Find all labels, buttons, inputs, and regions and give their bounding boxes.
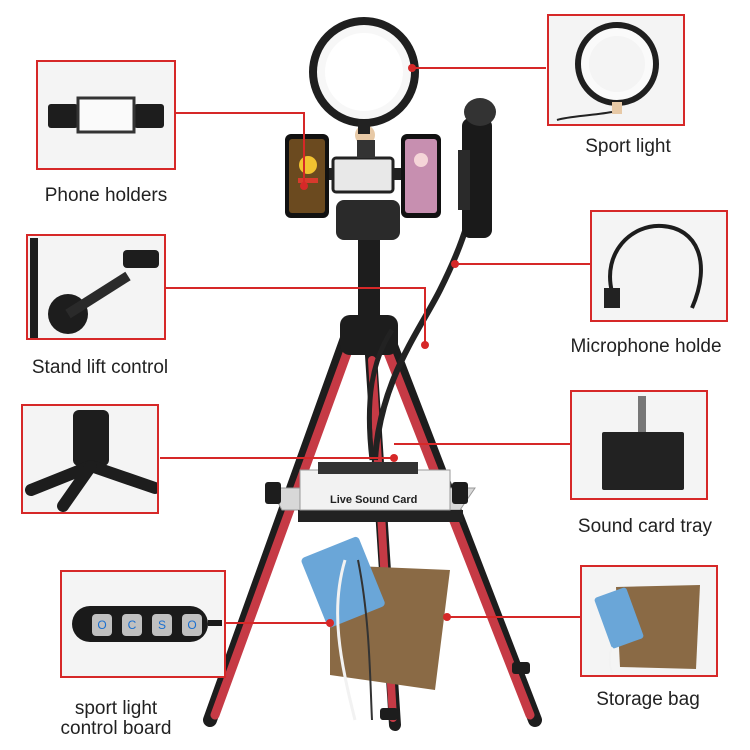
stand-lift-control-box	[26, 234, 166, 340]
tripod-base-box	[21, 404, 161, 514]
storage-bag-icon	[301, 536, 450, 721]
lift-crank-icon	[30, 238, 159, 338]
phone-clamp-icon	[48, 96, 164, 134]
microphone-holder-box	[590, 210, 728, 322]
tray-icon	[602, 396, 684, 490]
microphone-holder-label: Microphone holde	[570, 336, 722, 357]
center-column	[358, 215, 380, 345]
gooseneck-icon	[604, 223, 703, 309]
control-button-2: C	[122, 614, 142, 636]
ring-light-icon	[309, 17, 419, 134]
sound-card-text: Live Sound Card	[330, 494, 417, 506]
phone-holders-label: Phone holders	[44, 185, 168, 206]
sound-card-tray-label: Sound card tray	[577, 516, 713, 537]
stand-lift-control-label: Stand lift control	[31, 357, 169, 378]
control-board-box: O C S O	[60, 570, 226, 678]
control-board-buttons: O C S O	[92, 614, 202, 636]
callout-lines	[160, 67, 590, 624]
control-board-label-line2: control board	[60, 718, 172, 739]
phone-right	[401, 134, 441, 218]
callout-dots	[300, 64, 459, 627]
storage-bag-box	[580, 565, 718, 677]
control-board-label-line1: sport light	[74, 698, 158, 719]
tripod-legs	[203, 323, 542, 731]
sound-card-tray-box	[570, 390, 708, 500]
microphone-icon	[458, 98, 496, 238]
storage-bag-detail-icon	[594, 585, 700, 674]
control-button-4: O	[182, 614, 202, 636]
sport-light-box	[547, 14, 685, 126]
phone-holders-box	[36, 60, 176, 170]
control-button-3: S	[152, 614, 172, 636]
tripod-base-icon	[25, 410, 161, 512]
phone-left	[285, 134, 329, 218]
storage-bag-label: Storage bag	[596, 689, 700, 710]
sound-card-tray: Live Sound Card	[265, 462, 476, 522]
control-button-1: O	[92, 614, 112, 636]
ring-light-detail-icon	[556, 22, 659, 121]
sport-light-label: Sport light	[585, 136, 671, 157]
